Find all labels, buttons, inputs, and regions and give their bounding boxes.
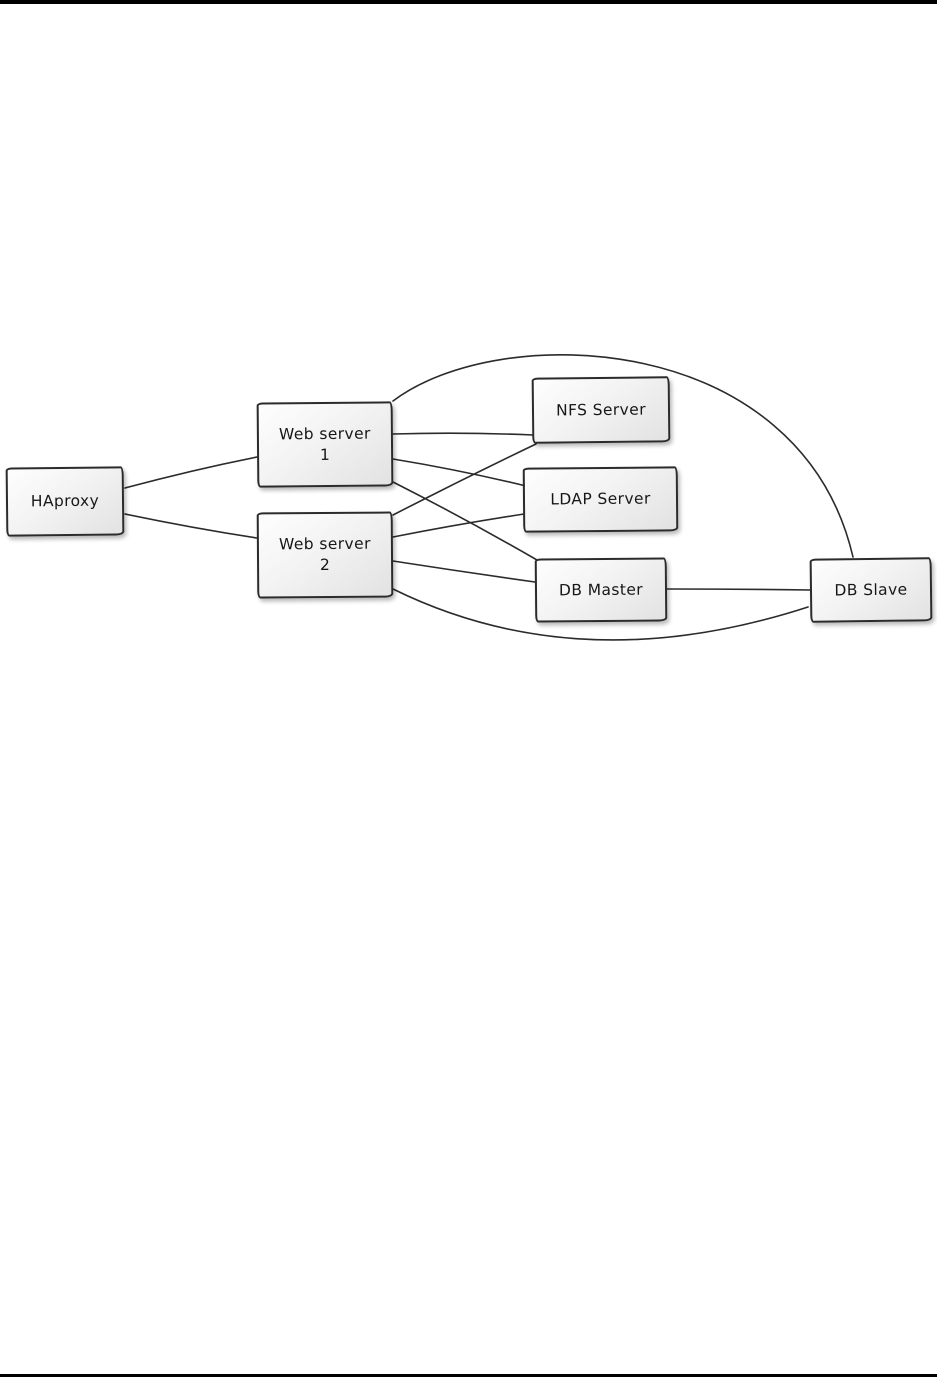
edge-web-server-2-nfs-server (392, 443, 537, 516)
node-db-slave-label: DB Slave (834, 580, 908, 599)
node-web-server-1-number: 1 (319, 445, 331, 464)
node-ldap-server: LDAP Server (522, 466, 679, 533)
edge-web-server-2-db-slave (392, 588, 809, 641)
edge-web-server-1-nfs-server (392, 432, 534, 436)
node-ldap-server-label: LDAP Server (550, 489, 651, 509)
node-web-server-1-label: Web server (278, 424, 371, 443)
edge-haproxy-web-server-2 (124, 513, 258, 539)
node-web-server-2: Web server 2 (256, 511, 394, 599)
node-haproxy: HAproxy (5, 466, 125, 537)
edge-web-server-2-db-master (392, 560, 536, 583)
node-nfs-server: NFS Server (531, 376, 671, 444)
edge-web-server-1-ldap-server (392, 458, 527, 487)
node-web-server-2-label: Web server (278, 534, 371, 554)
page-top-rule (0, 0, 937, 4)
node-db-slave: DB Slave (809, 557, 933, 623)
node-db-master-label: DB Master (558, 580, 644, 599)
edge-db-master-db-slave (666, 588, 811, 591)
node-haproxy-label: HAproxy (30, 491, 100, 511)
edge-haproxy-web-server-1 (124, 456, 258, 489)
node-web-server-2-number: 2 (319, 555, 331, 575)
edge-web-server-2-ldap-server (392, 513, 525, 538)
edge-web-server-1-db-master (392, 481, 538, 561)
node-nfs-server-label: NFS Server (555, 400, 647, 420)
node-web-server-1: Web server 1 (256, 401, 394, 488)
node-db-master: DB Master (534, 557, 668, 623)
edge-web-server-1-db-slave (392, 354, 854, 558)
page-bottom-rule (0, 1374, 937, 1377)
